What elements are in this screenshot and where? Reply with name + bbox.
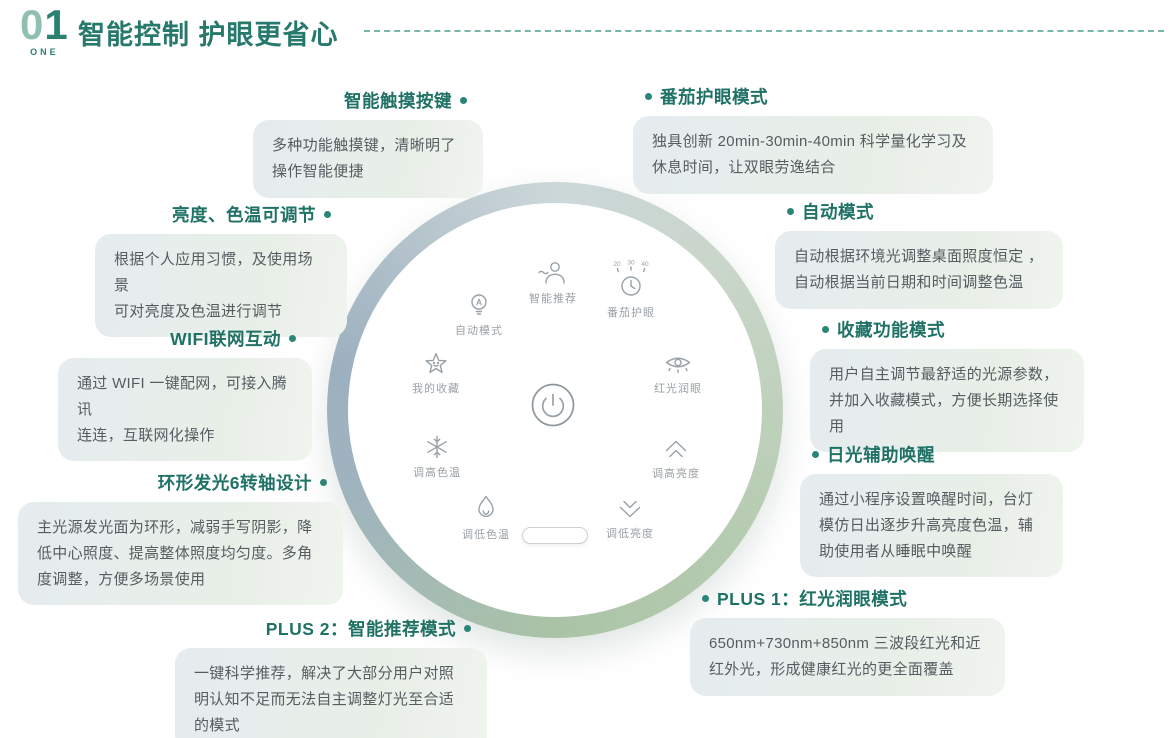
svg-text:30: 30 [627, 260, 635, 267]
dial-label: 调低亮度 [606, 528, 654, 540]
bullet-dot [324, 211, 331, 218]
section-number-digits: 01 [20, 4, 69, 46]
touch-slider [522, 527, 588, 544]
feature-title-text: 番茄护眼模式 [660, 87, 768, 107]
feature-title-text: 自动模式 [802, 202, 874, 222]
feature-title-text: PLUS 2：智能推荐模式 [265, 619, 456, 639]
feature-description: 独具创新 20min-30min-40min 科学量化学习及休息时间，让双眼劳逸… [633, 116, 993, 194]
feature-description: 根据个人应用习惯，及使用场景 可对亮度及色温进行调节 [95, 234, 347, 338]
bullet-dot [464, 625, 471, 632]
section-number: 01 ONE [20, 4, 69, 57]
dial-label: 调低色温 [462, 529, 510, 541]
dial-button-lower-color-temp: 调低色温 [450, 494, 522, 542]
eye-icon [665, 357, 691, 374]
feature-title-row: 自动模式 [775, 199, 1063, 224]
feature-title-text: 收藏功能模式 [837, 320, 945, 340]
digit-zero: 0 [20, 1, 45, 48]
feature-title-row: 环形发光6转轴设计 [18, 470, 343, 495]
dial-button-raise-brightness: 调高亮度 [640, 437, 712, 481]
svg-text:A: A [476, 298, 482, 307]
feature-title-row: 日光辅助唤醒 [800, 442, 1063, 467]
feature-title-text: PLUS 1：红光润眼模式 [717, 589, 908, 609]
dial-button-auto-mode: A 自动模式 [443, 292, 515, 338]
bullet-dot [460, 97, 467, 104]
feature-title-text: 亮度、色温可调节 [172, 205, 316, 225]
timer-icon: 20 30 40 [613, 260, 649, 296]
dial-label: 调高色温 [413, 467, 461, 479]
feature-title-row: 亮度、色温可调节 [95, 202, 347, 227]
feature-plus1-red-light-mode: PLUS 1：红光润眼模式 650nm+730nm+850nm 三波段红光和近红… [690, 586, 1005, 696]
feature-description: 用户自主调节最舒适的光源参数，并加入收藏模式，方便长期选择使用 [810, 349, 1084, 453]
feature-plus2-smart-recommend: PLUS 2：智能推荐模式 一键科学推荐，解决了大部分用户对照明认知不足而无法自… [175, 616, 487, 738]
bullet-dot [320, 479, 327, 486]
feature-title-row: 收藏功能模式 [810, 317, 1084, 342]
dial-button-tomato-eye: 20 30 40 番茄护眼 [595, 258, 667, 320]
dial-label: 智能推荐 [529, 293, 577, 305]
feature-title-text: 环形发光6转轴设计 [157, 473, 312, 493]
feature-ring-light-design: 环形发光6转轴设计 主光源发光面为环形，减弱手写阴影，降低中心照度、提高整体照度… [18, 470, 343, 606]
control-panel [348, 203, 762, 617]
feature-title-row: 番茄护眼模式 [633, 84, 993, 109]
feature-brightness-colortemp-adjust: 亮度、色温可调节 根据个人应用习惯，及使用场景 可对亮度及色温进行调节 [95, 202, 347, 338]
snowflake-icon [427, 435, 447, 459]
feature-description: 一键科学推荐，解决了大部分用户对照明认知不足而无法自主调整灯光至合适的模式 [175, 648, 487, 738]
dial-button-red-light-eye: 红光润眼 [642, 352, 714, 396]
feature-description: 通过 WIFI 一键配网，可接入腾讯 连连，互联网化操作 [58, 358, 312, 462]
bullet-dot [822, 326, 829, 333]
power-icon [531, 383, 575, 427]
dial-label: 调高亮度 [652, 468, 700, 480]
bullet-dot [812, 451, 819, 458]
bulb-a-icon: A [471, 294, 487, 315]
flame-icon [478, 495, 494, 517]
bullet-dot [289, 335, 296, 342]
dial-label: 红光润眼 [654, 383, 702, 395]
digit-one: 1 [44, 1, 69, 48]
dial-button-favorites: 我的收藏 [400, 350, 472, 396]
feature-description: 多种功能触摸键，清晰明了 操作智能便捷 [253, 120, 483, 198]
star-face-icon [425, 352, 447, 374]
bullet-dot [645, 93, 652, 100]
page-title: 智能控制 护眼更省心 [78, 20, 339, 50]
dashed-divider [364, 30, 1164, 32]
feature-title-row: 智能触摸按键 [253, 88, 483, 113]
dial-button-lower-brightness: 调低亮度 [594, 497, 666, 541]
feature-title-row: PLUS 2：智能推荐模式 [175, 616, 487, 641]
feature-tomato-eye-mode: 番茄护眼模式 独具创新 20min-30min-40min 科学量化学习及休息时… [633, 84, 993, 194]
feature-title-row: WIFI联网互动 [58, 326, 312, 351]
bullet-dot [702, 595, 709, 602]
svg-text:40: 40 [641, 261, 649, 268]
feature-smart-touch-keys: 智能触摸按键 多种功能触摸键，清晰明了 操作智能便捷 [253, 88, 483, 198]
svg-text:20: 20 [613, 261, 621, 268]
feature-title-text: 日光辅助唤醒 [827, 445, 935, 465]
feature-title-text: WIFI联网互动 [170, 329, 281, 349]
dial-button-raise-color-temp: 调高色温 [401, 434, 473, 480]
chevron-up-icon [665, 440, 687, 458]
feature-title-text: 智能触摸按键 [344, 91, 452, 111]
dial-button-smart-recommend: 智能推荐 [517, 260, 589, 306]
feature-daylight-wakeup: 日光辅助唤醒 通过小程序设置唤醒时间，台灯模仿日出逐步升高亮度色温，辅助使用者从… [800, 442, 1063, 578]
feature-favorite-mode: 收藏功能模式 用户自主调节最舒适的光源参数，并加入收藏模式，方便长期选择使用 [810, 317, 1084, 453]
feature-description: 自动根据环境光调整桌面照度恒定 ，自动根据当前日期和时间调整色温 [775, 231, 1063, 309]
feature-description: 通过小程序设置唤醒时间，台灯模仿日出逐步升高亮度色温，辅助使用者从睡眠中唤醒 [800, 474, 1063, 578]
dial-label: 番茄护眼 [607, 307, 655, 319]
feature-description: 650nm+730nm+850nm 三波段红光和近红外光，形成健康红光的更全面覆… [690, 618, 1005, 696]
power-button [529, 381, 577, 434]
gradient-ring [327, 182, 783, 638]
dial-label: 自动模式 [455, 325, 503, 337]
section-number-word: ONE [30, 47, 59, 57]
dial-label: 我的收藏 [412, 383, 460, 395]
feature-description: 主光源发光面为环形，减弱手写阴影，降低中心照度、提高整体照度均匀度。多角度调整，… [18, 502, 343, 606]
chevron-down-icon [619, 500, 641, 518]
feature-title-row: PLUS 1：红光润眼模式 [690, 586, 1005, 611]
person-wave-icon [538, 262, 565, 284]
feature-wifi-connect: WIFI联网互动 通过 WIFI 一键配网，可接入腾讯 连连，互联网化操作 [58, 326, 312, 462]
feature-auto-mode: 自动模式 自动根据环境光调整桌面照度恒定 ，自动根据当前日期和时间调整色温 [775, 199, 1063, 309]
bullet-dot [787, 208, 794, 215]
